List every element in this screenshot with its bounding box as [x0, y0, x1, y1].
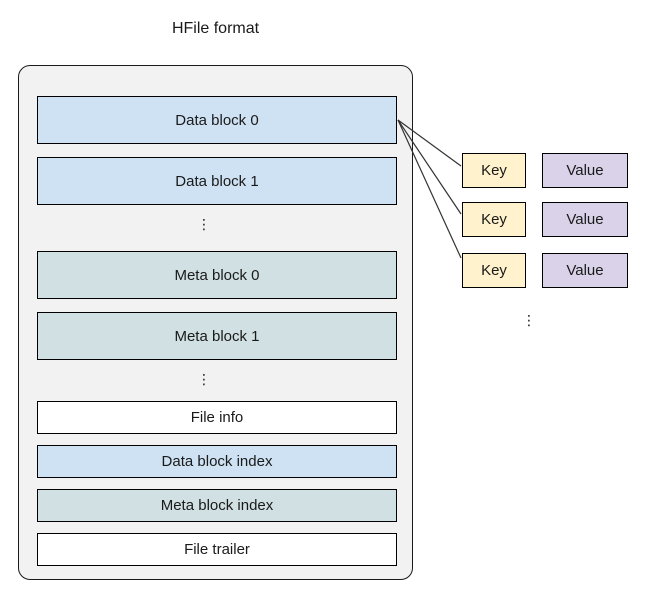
file-info-block: File info — [37, 401, 397, 434]
data-block-index-block: Data block index — [37, 445, 397, 478]
data-block-0: Data block 0 — [37, 96, 397, 144]
meta-block-index-block: Meta block index — [37, 489, 397, 522]
hfile-container-outline: Data block 0 Data block 1 ⋮ Meta block 0… — [18, 65, 413, 580]
key-box-0: Key — [462, 153, 526, 188]
diagram-title: HFile format — [171, 20, 260, 37]
data-block-1: Data block 1 — [37, 157, 397, 205]
meta-blocks-ellipsis: ⋮ — [197, 371, 211, 387]
data-blocks-ellipsis: ⋮ — [197, 216, 211, 232]
value-box-2: Value — [542, 253, 628, 288]
value-box-0: Value — [542, 153, 628, 188]
key-value-ellipsis: ⋮ — [522, 312, 536, 328]
meta-block-1: Meta block 1 — [37, 312, 397, 360]
file-trailer-block: File trailer — [37, 533, 397, 566]
meta-block-0: Meta block 0 — [37, 251, 397, 299]
key-box-2: Key — [462, 253, 526, 288]
key-box-1: Key — [462, 202, 526, 237]
value-box-1: Value — [542, 202, 628, 237]
